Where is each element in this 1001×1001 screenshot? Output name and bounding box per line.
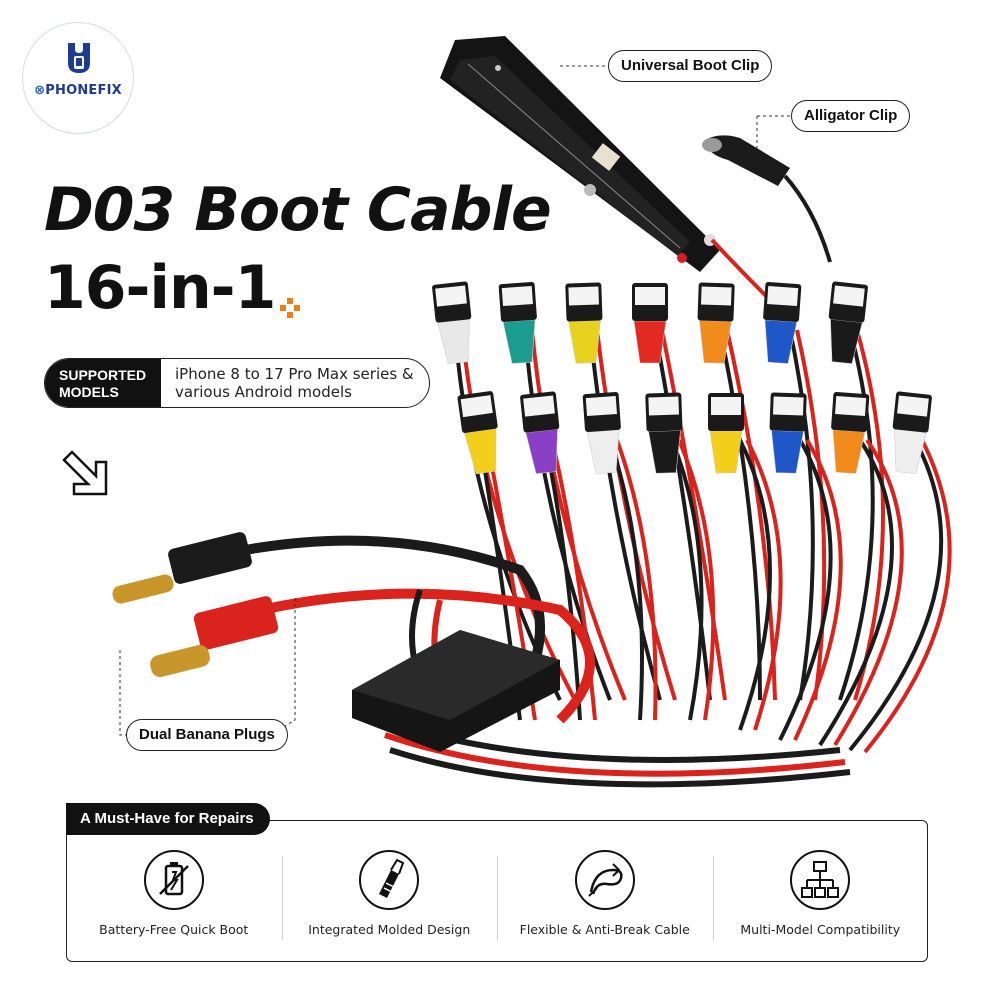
features-title: A Must-Have for Repairs	[66, 803, 270, 835]
connector-head	[708, 393, 744, 474]
battery-off-icon	[143, 850, 204, 910]
callout-universal-boot-clip: Universal Boot Clip	[608, 50, 773, 82]
product-illustration	[112, 36, 952, 788]
callout-dual-banana-plugs: Dual Banana Plugs	[126, 719, 288, 751]
connector-head	[582, 391, 621, 474]
connector-head	[432, 281, 472, 365]
network-hierarchy-icon	[790, 850, 851, 910]
feature-label: Flexible & Anti-Break Cable	[519, 922, 690, 937]
arrow-down-right-icon	[62, 450, 108, 496]
brand-name: PHONEFIX	[45, 83, 122, 98]
feature-label: Integrated Molded Design	[308, 922, 471, 937]
connector-head	[565, 282, 603, 364]
connector-head	[498, 281, 537, 364]
supported-models-tag: SUPPORTED MODELS	[45, 359, 161, 407]
connector-head	[892, 391, 932, 475]
connector-head	[457, 391, 498, 475]
molded-connector-block	[352, 630, 560, 752]
feature-label: Multi-Model Compatibility	[740, 922, 901, 937]
connector-head	[763, 281, 802, 364]
wrench-phone-logo-icon	[68, 43, 90, 73]
connector-head	[828, 281, 868, 365]
connector-heads-bottom-row	[457, 391, 932, 475]
connector-head	[520, 391, 560, 475]
banana-plug-red	[150, 596, 279, 678]
feature-flexible-cable: Flexible & Anti-Break Cable	[497, 848, 713, 958]
feature-battery-free: Battery-Free Quick Boot	[66, 848, 282, 958]
brand-logo: ⊗PHONEFIX	[22, 22, 134, 134]
universal-boot-clip-board	[440, 36, 720, 272]
supported-models-pill: SUPPORTED MODELS iPhone 8 to 17 Pro Max …	[44, 358, 430, 408]
orange-plus-icon	[280, 298, 300, 318]
molded-plug-icon	[359, 850, 420, 910]
connector-head	[697, 282, 735, 364]
product-subtitle: 16-in-1	[44, 253, 276, 323]
feature-multi-model: Multi-Model Compatibility	[712, 848, 929, 958]
connector-head	[632, 283, 668, 364]
connector-head	[769, 392, 807, 474]
alligator-clip	[702, 135, 832, 302]
connector-head	[645, 392, 683, 474]
feature-integrated-molded: Integrated Molded Design	[281, 848, 498, 958]
feature-label: Battery-Free Quick Boot	[99, 922, 249, 937]
connector-head	[831, 391, 870, 474]
product-title: D03 Boot Cable	[44, 175, 552, 245]
flexible-cable-icon	[574, 850, 635, 910]
callout-alligator-clip: Alligator Clip	[791, 100, 911, 132]
supported-models-description: iPhone 8 to 17 Pro Max series & various …	[175, 365, 414, 401]
banana-plug-black	[112, 532, 252, 604]
connector-heads-top-row	[432, 281, 868, 365]
cable-fan	[218, 329, 952, 788]
features-list: Battery-Free Quick Boot Integrated Molde…	[66, 848, 928, 958]
